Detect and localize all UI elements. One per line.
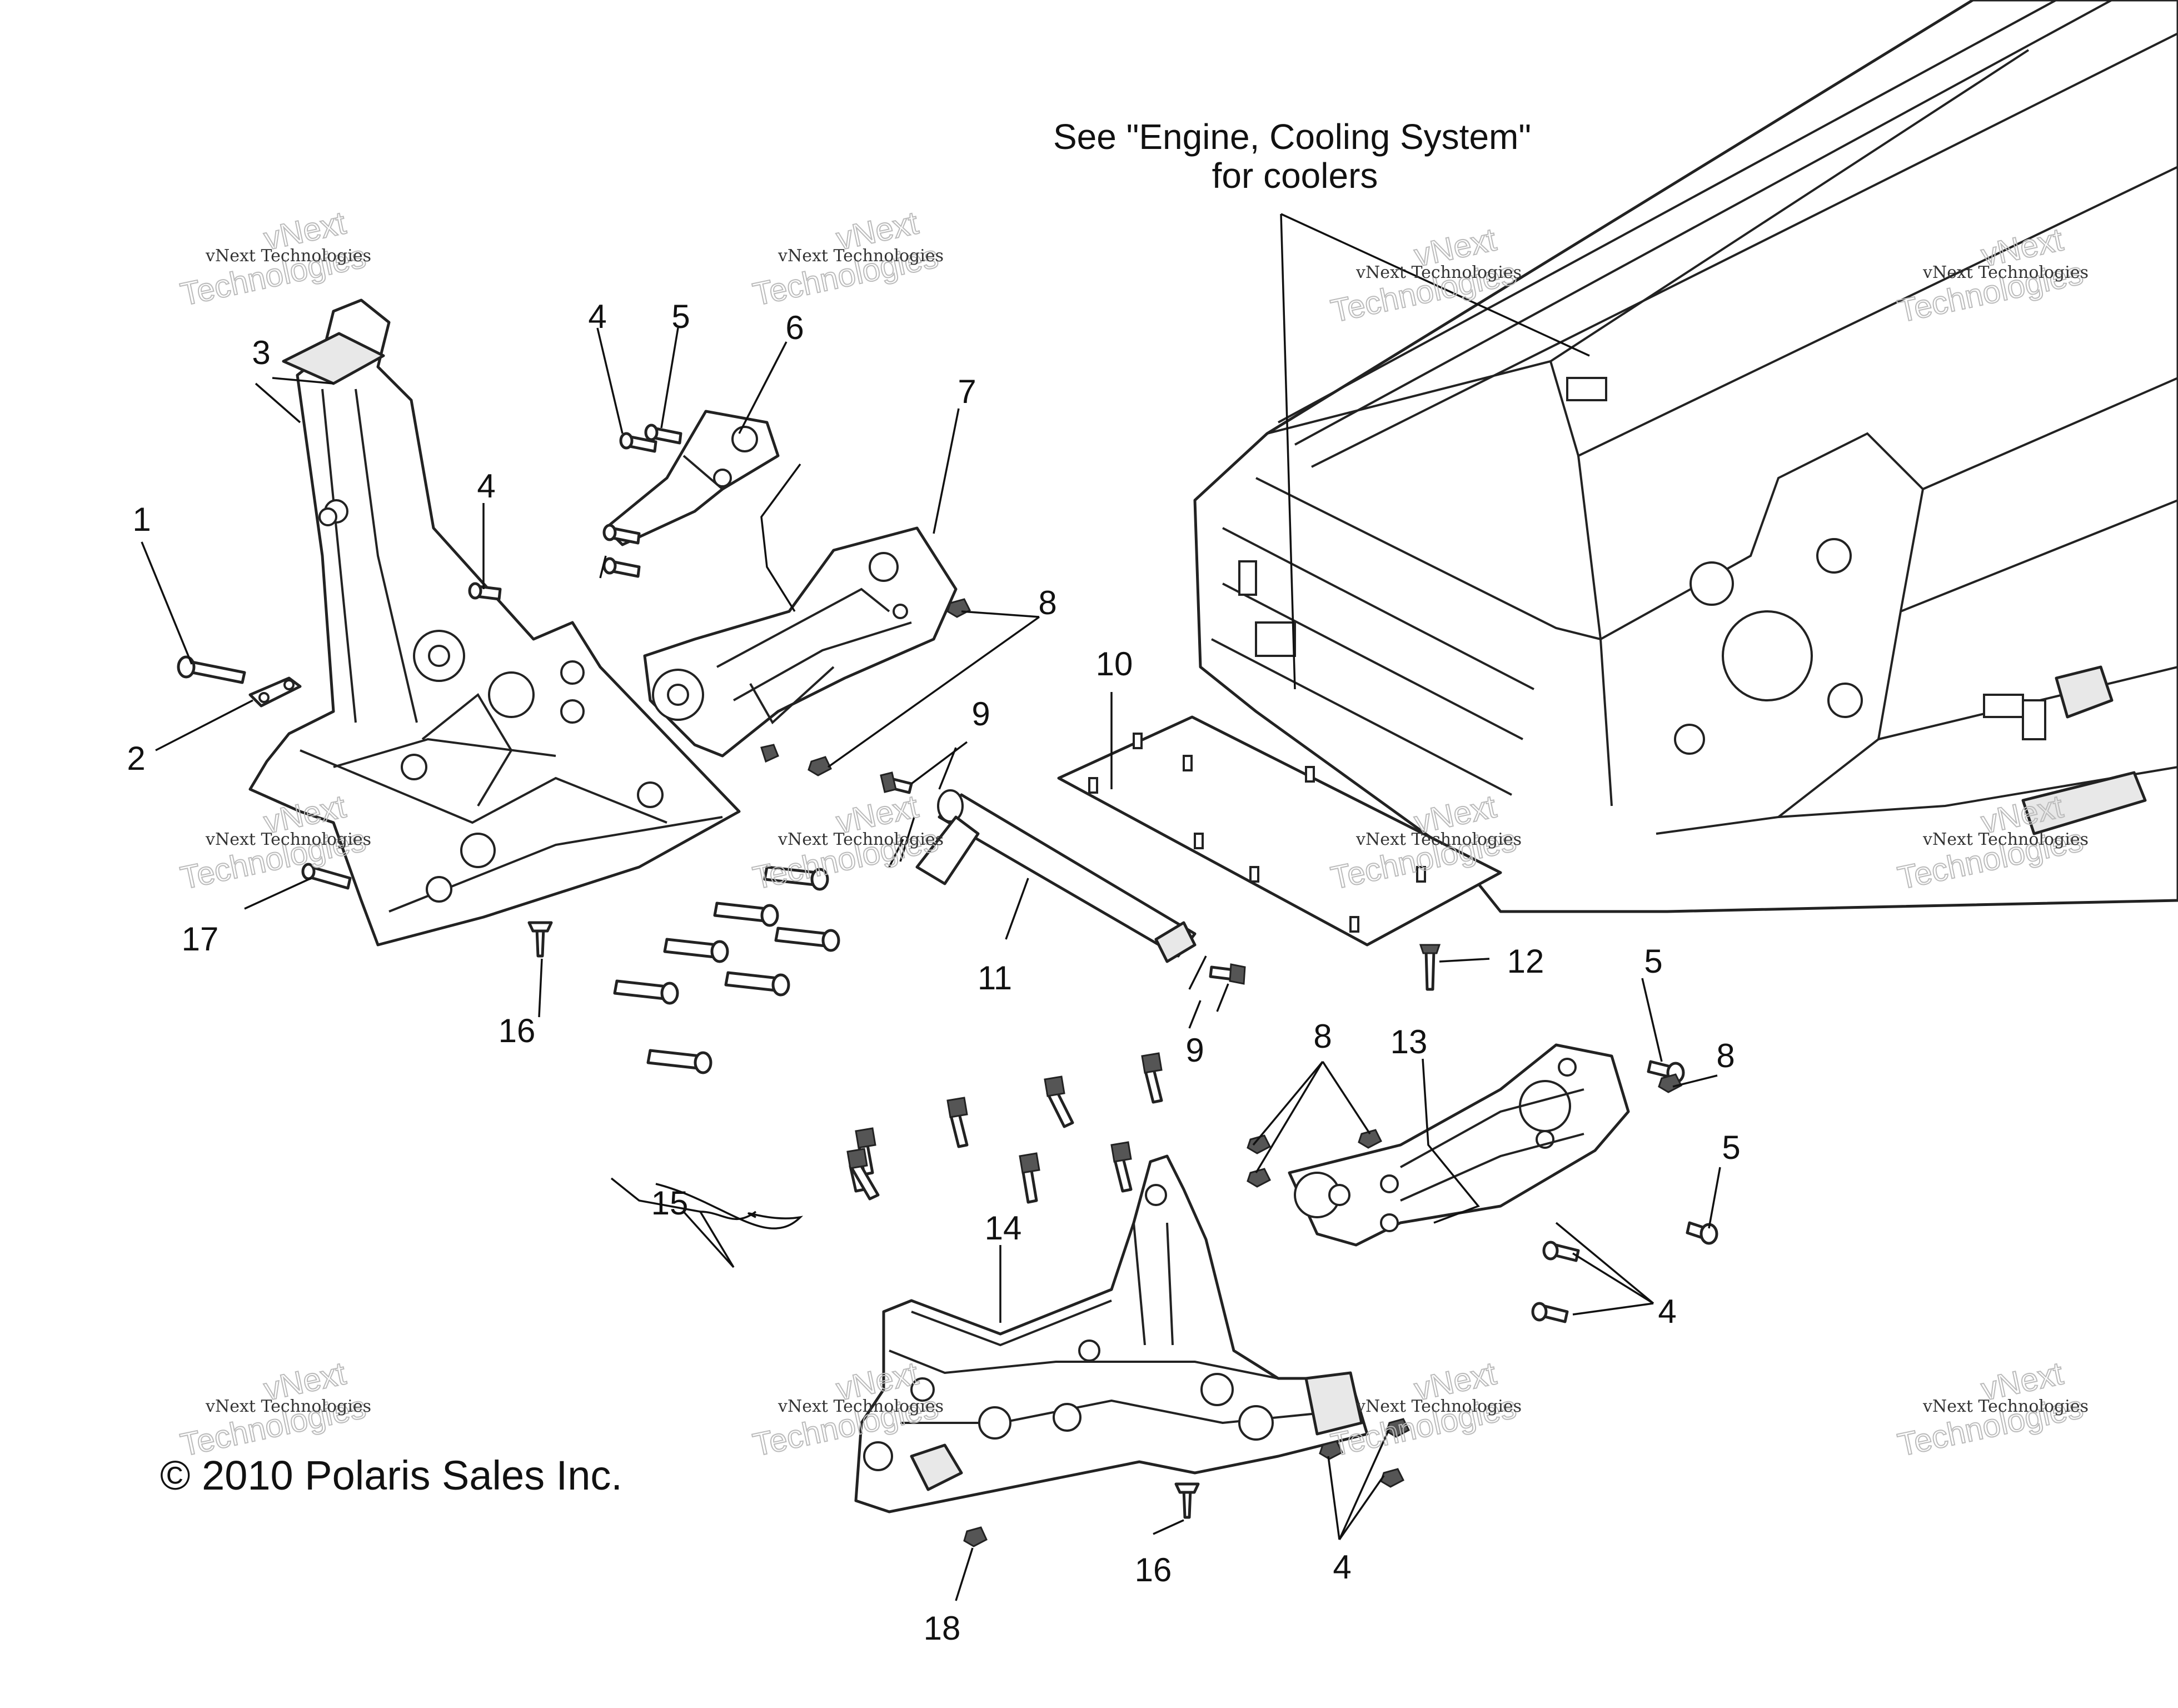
engine-cooling-note-line1: See "Engine, Cooling System" xyxy=(1053,117,1531,157)
callout-numbers: 1 2 3 4 5 6 4 7 8 9 10 11 9 12 5 8 13 8 … xyxy=(127,298,1740,1647)
callout-4-frame: 4 xyxy=(477,467,495,505)
svg-text:vNext Technologies: vNext Technologies xyxy=(777,246,944,266)
watermark-12: Technologies vNext Technologies vNext xyxy=(1894,1355,2089,1463)
callout-9-top: 9 xyxy=(971,695,990,733)
crossbar-part-11 xyxy=(915,789,1197,963)
bolt-part-4-frame xyxy=(468,582,502,601)
callout-5-top: 5 xyxy=(671,298,690,335)
chassis-tunnel xyxy=(1193,0,2178,913)
lower-frame-part-14 xyxy=(854,1154,1369,1513)
front-frame-part-3 xyxy=(248,298,741,947)
bolt-set-part-15 xyxy=(613,865,840,1074)
svg-text:vNext Technologies: vNext Technologies xyxy=(205,830,371,849)
svg-text:vNext Technologies: vNext Technologies xyxy=(1355,830,1522,849)
watermark-11: Technologies vNext Technologies vNext xyxy=(1327,1355,1522,1463)
stud-part-16-left xyxy=(527,921,553,958)
engine-cooling-note-line2: for coolers xyxy=(1212,156,1378,196)
svg-text:vNext Technologies: vNext Technologies xyxy=(777,830,944,849)
callout-3: 3 xyxy=(252,334,270,371)
callout-2: 2 xyxy=(127,740,145,777)
fasteners xyxy=(177,424,1718,1547)
callout-8-right: 8 xyxy=(1716,1037,1735,1074)
svg-text:vNext Technologies: vNext Technologies xyxy=(1922,830,2089,849)
watermark-9: Technologies vNext Technologies vNext xyxy=(177,1355,371,1463)
svg-text:vNext Technologies: vNext Technologies xyxy=(1355,263,1522,282)
callout-18: 18 xyxy=(924,1610,961,1647)
engine-mount-part-7 xyxy=(643,526,958,758)
callout-4-right: 4 xyxy=(1658,1293,1676,1330)
callout-6: 6 xyxy=(785,309,804,346)
callout-15: 15 xyxy=(651,1184,689,1222)
callout-16-left: 16 xyxy=(499,1012,536,1049)
svg-text:vNext Technologies: vNext Technologies xyxy=(777,1397,944,1416)
nut-part-18 xyxy=(963,1526,988,1547)
svg-text:vNext Technologies: vNext Technologies xyxy=(1922,263,2089,282)
bolt-part-9-upper xyxy=(880,771,913,794)
bolt-group-center xyxy=(846,1052,1163,1204)
callout-5-lower: 5 xyxy=(1722,1129,1740,1166)
callout-16-bottom: 16 xyxy=(1135,1551,1172,1589)
callout-8-left: 8 xyxy=(1313,1018,1332,1055)
washer-part-2 xyxy=(248,676,302,708)
svg-text:vNext Technologies: vNext Technologies xyxy=(1922,1397,2089,1416)
svg-text:vNext Technologies: vNext Technologies xyxy=(205,1397,371,1416)
copyright-text: © 2010 Polaris Sales Inc. xyxy=(160,1452,622,1498)
svg-text:vNext Technologies: vNext Technologies xyxy=(1355,1397,1522,1416)
bolt-part-9-lower xyxy=(1209,963,1246,985)
screw-part-12 xyxy=(1419,944,1441,991)
watermark-1: Technologies vNext Technologies vNext xyxy=(177,204,371,313)
watermark-6: Technologies vNext Technologies vNext xyxy=(749,788,944,897)
callout-17: 17 xyxy=(182,920,219,958)
callout-12: 12 xyxy=(1507,943,1544,980)
svg-text:vNext Technologies: vNext Technologies xyxy=(205,246,371,266)
stud-part-16-lower xyxy=(1174,1482,1200,1519)
callout-4-bottom: 4 xyxy=(1333,1548,1351,1586)
callout-4-top: 4 xyxy=(588,298,606,335)
callout-11: 11 xyxy=(978,959,1012,997)
bracket-part-6 xyxy=(604,410,780,546)
bolts-part-4-5-bracket xyxy=(602,424,682,578)
leader-lines xyxy=(141,213,1721,1601)
callout-10: 10 xyxy=(1096,645,1133,683)
bolt-part-1 xyxy=(177,655,246,684)
callout-1: 1 xyxy=(132,501,151,538)
watermark-2: Technologies vNext Technologies vNext xyxy=(749,204,944,313)
callout-7: 7 xyxy=(958,373,976,410)
engine-mount-part-13 xyxy=(1288,1043,1630,1247)
callout-13: 13 xyxy=(1390,1023,1428,1060)
callout-8-top: 8 xyxy=(1038,584,1056,621)
callout-9-bottom: 9 xyxy=(1185,1032,1204,1069)
callout-5-right: 5 xyxy=(1644,943,1662,980)
fasteners-right-group xyxy=(1247,1060,1718,1488)
callout-14: 14 xyxy=(985,1209,1022,1247)
skid-plate-part-10 xyxy=(1057,715,1502,947)
